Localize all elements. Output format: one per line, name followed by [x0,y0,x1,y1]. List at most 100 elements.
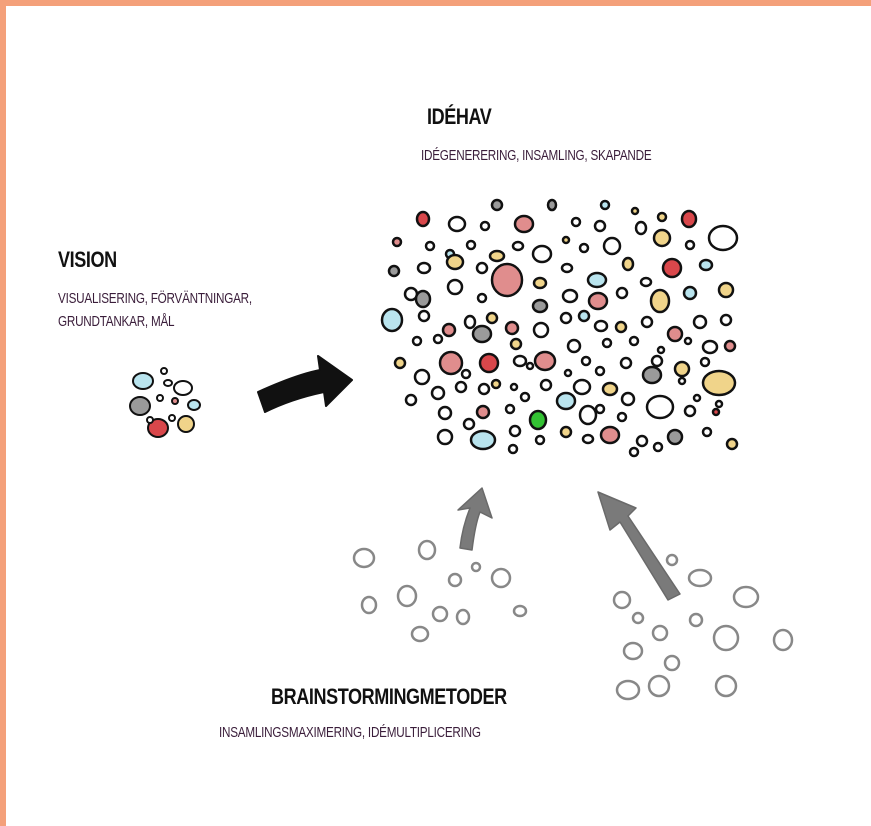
idehav-bubble [628,446,640,458]
idehav-bubble [460,368,472,380]
idehav-bubble [462,417,476,431]
idehav-bubble [533,350,557,372]
idehav-bubble [661,257,683,279]
idehav-bubble [437,405,453,421]
brainstorming-bubble [772,628,794,652]
brainstorming-bubble [431,605,449,623]
idehav-bubble [415,210,431,228]
idehav-bubble [578,242,590,254]
brainstorming-bubble [688,612,704,628]
idehav-bubble [531,298,549,314]
idehav-bubble [476,292,488,304]
idehav-bubble-cluster [380,198,739,458]
brainstorming-bubble [732,585,760,609]
vision-bubble [177,415,195,433]
idehav-title: IDÉHAV [427,104,492,129]
brainstorming-bubble [663,654,681,672]
brainstorming-bubble [647,674,671,698]
idehav-bubble [490,378,502,390]
idehav-bubble [525,361,535,371]
idehav-bubble [534,434,546,446]
brainstorming-bubble [396,584,418,608]
idehav-bubble [411,335,423,347]
vision-bubble [160,367,168,375]
idehav-bubble [475,261,489,275]
brainstorming-title: BRAINSTORMINGMETODER [271,684,507,709]
idehav-bubble [508,424,522,438]
idehav-bubble [416,261,432,275]
vision-bubble [187,399,201,411]
idehav-bubble [717,281,735,299]
idehav-bubble [559,425,573,439]
idehav-bubble [577,309,591,323]
idehav-bubble [683,404,697,418]
idehav-bubble [601,381,619,397]
idehav-bubble [640,315,654,329]
idehav-bubble [424,240,436,252]
idehav-bubble [719,313,733,327]
idehav-bubble [446,278,464,296]
brainstorming-bubble [352,547,376,569]
idehav-bubble [593,219,607,233]
idehav-bubble [566,338,582,354]
idehav-bubble [599,199,611,211]
idehav-bubble [475,404,491,420]
brainstorming-bubble [714,674,738,698]
idehav-bubble [414,289,432,309]
vision-subtitle-line2: GRUNDTANKAR, MÅL [58,313,175,330]
idehav-bubble [641,365,663,385]
idehav-bubble [650,354,664,368]
idehav-bubble [699,356,711,368]
idehav-bubble [454,380,468,394]
idehav-bubble [635,434,649,448]
brainstorming-bubble [687,568,713,588]
idehav-bubble [519,391,531,403]
idehav-bubble [630,206,640,216]
idehav-bubble [532,276,548,290]
idehav-bubble [563,368,573,378]
vision-bubble [146,416,154,424]
idehav-bubble [490,262,524,298]
idehav-bubble [532,321,550,339]
vision-bubble [147,418,169,438]
idehav-bubble [581,433,595,445]
idehav-bubble [393,356,407,370]
idehav-bubble [507,443,519,455]
idehav-bubble [531,244,553,264]
frame-left-border [0,0,6,826]
idehav-bubble [714,399,724,409]
idehav-bubble [463,314,477,330]
idehav-bubble [445,253,465,271]
idehav-bubble [645,394,675,420]
idehav-bubble [701,369,737,397]
idehav-bubble [594,365,606,377]
idehav-bubble [471,324,493,344]
brainstorming-bubble [622,641,644,661]
brainstorming-bubble [410,625,430,643]
idehav-bubble [559,311,573,325]
idehav-bubble [539,378,553,392]
idehav-bubble [682,285,698,301]
idehav-bubble [504,403,516,415]
idehav-bubble [586,271,608,289]
idehav-bubble [512,354,528,368]
brainstorming-bubble [512,604,528,618]
brainstorming-bubble [455,608,471,626]
brainstorming-bubbles-right [612,553,794,701]
idehav-bubble [602,236,622,256]
idehav-bubble [478,352,500,374]
vision-to-idehav-arrow [257,355,353,413]
idehav-bubble [652,441,664,453]
vision-bubble [132,372,154,390]
brainstorming-bubble [612,590,632,610]
idehav-bubble [561,288,579,304]
brainstorming-bubble [712,624,740,652]
idehav-bubble [417,309,431,323]
idehav-bubble [621,256,635,272]
idehav-bubble [692,314,708,330]
idehav-bubble [725,437,739,451]
brainstorming-bubble [470,561,482,573]
brainstorming-subtitle: INSAMLINGSMAXIMERING, IDÉMULTIPLICERING [219,724,481,741]
idehav-bubble [572,378,592,396]
